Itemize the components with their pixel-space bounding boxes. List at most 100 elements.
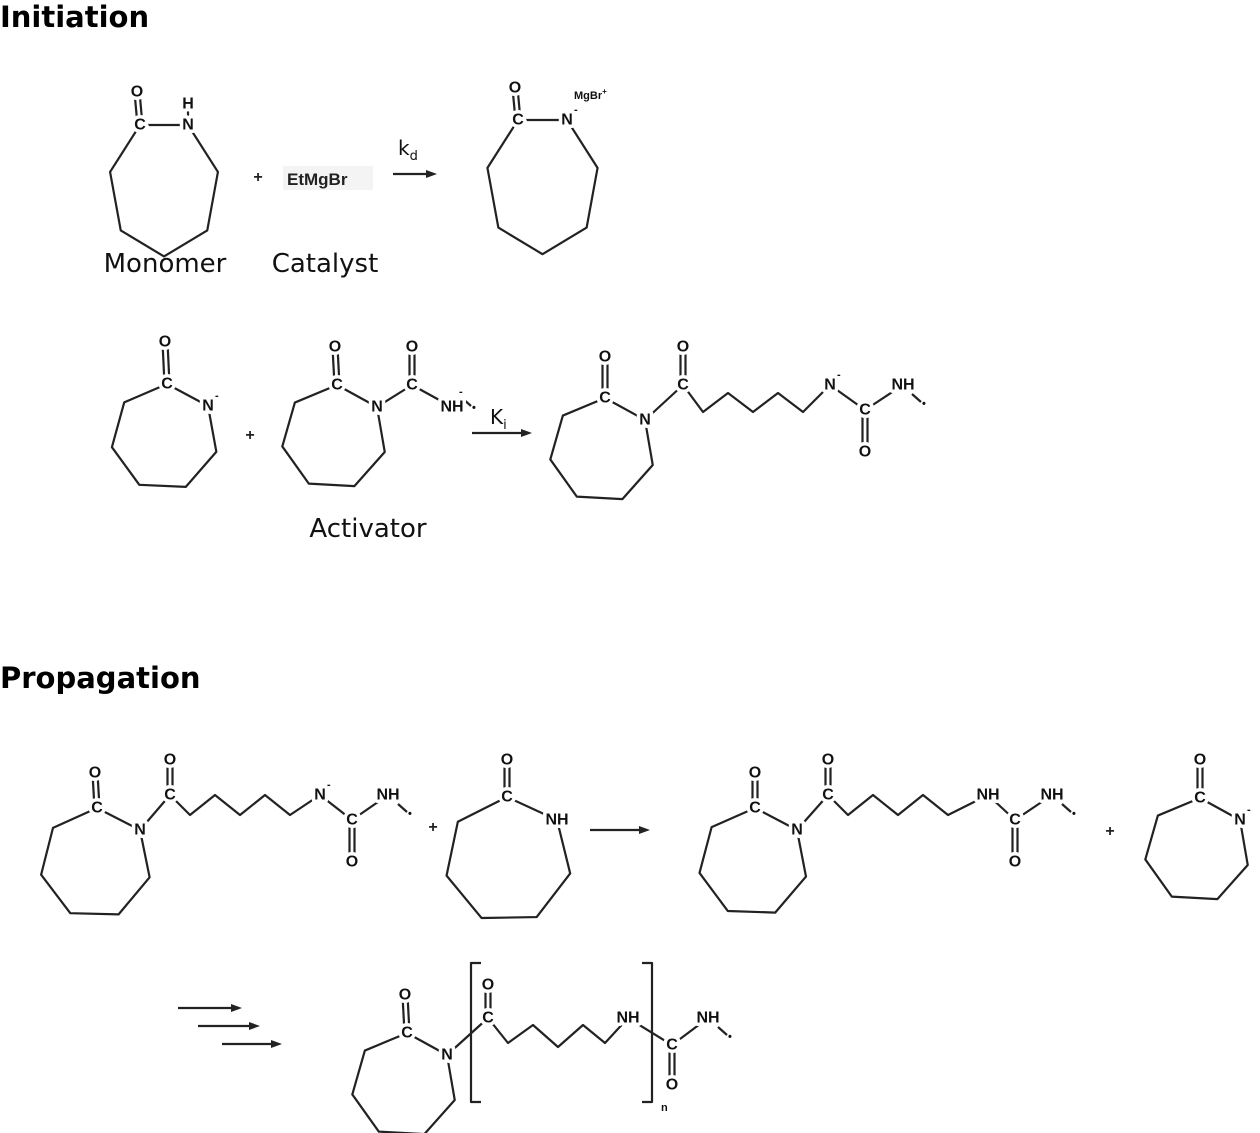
caprolactam-ring — [108, 123, 220, 258]
single-bond — [627, 1017, 673, 1046]
left-bracket — [469, 961, 481, 1104]
kd-sub: d — [410, 149, 418, 164]
atom-n: N — [371, 399, 383, 416]
atom-nh: NH — [1040, 787, 1063, 804]
atom-o: O — [399, 987, 411, 1004]
single-bond — [796, 794, 829, 831]
radical-mark: • — [922, 398, 926, 410]
atom-nh: NH — [891, 377, 914, 394]
chain — [169, 793, 321, 817]
ki-sub: i — [503, 418, 507, 433]
atom-o: O — [749, 765, 761, 782]
atom-o: O — [406, 339, 418, 356]
atom-h: H — [182, 96, 194, 113]
caprolactam-ring — [40, 806, 151, 916]
radical-mark: • — [728, 1031, 732, 1043]
radical-bond — [911, 393, 922, 403]
caprolactam-ring — [549, 396, 654, 501]
atom-c: C — [406, 377, 418, 394]
caprolactam-ring — [351, 1031, 456, 1133]
atom-c: C — [1009, 812, 1021, 829]
chain — [487, 1017, 629, 1049]
atom-o: O — [1009, 854, 1021, 871]
atom-c: C — [512, 112, 524, 129]
kd-main: k — [398, 136, 410, 160]
radical-mark: • — [408, 808, 412, 820]
activator-label: Activator — [309, 514, 426, 544]
plus-sign: + — [253, 169, 262, 186]
atom-n: N — [1234, 812, 1246, 829]
repeat-index: n — [661, 1102, 668, 1114]
section-title-propagation: Propagation — [0, 661, 201, 695]
caprolactam-ring — [445, 796, 572, 920]
single-bond — [987, 794, 1016, 821]
caprolactam-ring — [486, 118, 599, 256]
arrowhead-icon — [249, 1022, 260, 1030]
atom-c: C — [134, 117, 146, 134]
atom-c: C — [749, 800, 761, 817]
counterion-charge: + — [602, 87, 607, 96]
chain — [827, 793, 989, 817]
atom-c: C — [501, 789, 513, 806]
radical-bond — [461, 397, 472, 407]
single-bond — [411, 384, 453, 408]
atom-c: C — [164, 787, 176, 804]
atom-c: C — [401, 1025, 413, 1042]
single-bond — [829, 384, 866, 411]
bonds-layer — [40, 87, 1249, 1133]
double-bond — [401, 995, 406, 1034]
arrowhead-icon — [639, 826, 650, 834]
atom-n: N — [182, 117, 194, 134]
catalyst-label: Catalyst — [272, 249, 379, 279]
atom-o: O — [822, 752, 834, 769]
atom-n: N — [202, 398, 214, 415]
atom-c: C — [1194, 790, 1206, 807]
caprolactam-ring — [1144, 796, 1249, 901]
atom-c: C — [666, 1037, 678, 1054]
atom-nh: NH — [376, 787, 399, 804]
atom-n: N — [791, 822, 803, 839]
rate-constant-ki: Ki — [490, 405, 507, 433]
atom-o: O — [89, 765, 101, 782]
chain — [682, 384, 831, 414]
single-bond — [1014, 794, 1053, 821]
double-bond — [138, 91, 144, 125]
double-bond — [133, 92, 139, 126]
counterion-text: MgBr — [574, 90, 603, 102]
radical-bond — [717, 1026, 728, 1036]
atom-o: O — [1194, 752, 1206, 769]
caprolactam-ring — [698, 806, 808, 914]
atom-n: N — [561, 112, 573, 129]
atom-o: O — [509, 80, 521, 97]
single-bond — [864, 384, 904, 411]
double-bond — [96, 772, 101, 808]
atom-nh: NH — [616, 1010, 639, 1027]
single-bond — [376, 384, 413, 408]
double-bond — [516, 87, 522, 120]
arrowhead-icon — [521, 429, 532, 437]
arrowhead-icon — [426, 170, 437, 178]
catalyst-formula: EtMgBr — [287, 170, 348, 189]
atom-c: C — [161, 376, 173, 393]
atom-o: O — [599, 349, 611, 366]
atom-o: O — [482, 977, 494, 994]
atom-n: N — [824, 377, 836, 394]
caprolactam-ring — [110, 382, 218, 488]
anion-mark: - — [837, 369, 841, 381]
atom-nh: NH — [696, 1010, 719, 1027]
atom-n: N — [134, 822, 146, 839]
atom-c: C — [331, 377, 343, 394]
radical-bond — [397, 803, 408, 813]
atom-nh: NH — [976, 787, 999, 804]
anion-mark: - — [327, 779, 331, 791]
double-bond — [336, 346, 341, 385]
double-bond — [166, 341, 171, 384]
atom-o: O — [329, 339, 341, 356]
double-bond — [511, 88, 517, 121]
atom-nh: NH — [545, 812, 568, 829]
plus-sign: + — [1105, 823, 1114, 840]
atom-n: N — [639, 412, 651, 429]
atom-o: O — [131, 84, 143, 101]
